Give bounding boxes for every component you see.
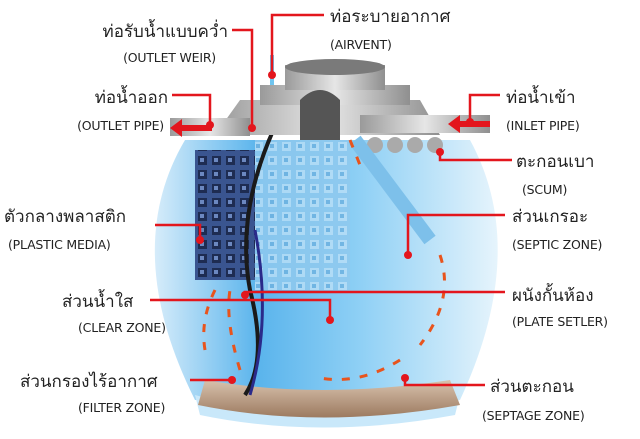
outlet-pipe-label-en: (OUTLET PIPE)	[77, 118, 164, 133]
scum-label-en: (SCUM)	[522, 182, 568, 197]
airvent-label-en: (AIRVENT)	[330, 37, 392, 52]
clear-zone-label-th: ส่วนน้ำใส	[62, 292, 134, 312]
filter-zone-label-th: ส่วนกรองไร้อากาศ	[20, 372, 158, 392]
scum-label-th: ตะกอนเบา	[516, 152, 595, 172]
airvent-label-th: ท่อระบายอากาศ	[330, 7, 451, 27]
outlet-weir-label-en: (OUTLET WEIR)	[123, 50, 216, 65]
plastic-media-right	[255, 140, 350, 290]
plate-setler-label-th: ผนังกั้นห้อง	[512, 286, 594, 306]
clear-zone-label-en: (CLEAR ZONE)	[78, 320, 166, 335]
septic-zone-label-th: ส่วนเกรอะ	[512, 207, 589, 227]
plate-setler	[248, 229, 264, 396]
plastic-media-label-th: ตัวกลางพลาสติก	[4, 207, 127, 227]
septage-zone-label-en: (SEPTAGE ZONE)	[482, 408, 585, 423]
plate-setler-label-en: (PLATE SETLER)	[512, 314, 608, 329]
outlet-pipe-label-th: ท่อน้ำออก	[94, 88, 168, 108]
septage-zone-label-th: ส่วนตะกอน	[490, 377, 574, 397]
plastic-media-label-en: (PLASTIC MEDIA)	[8, 237, 111, 252]
inlet-down-pipe	[349, 135, 436, 245]
inlet-pipe-label-en: (INLET PIPE)	[506, 118, 580, 133]
inlet-pipe-label-th: ท่อน้ำเข้า	[506, 88, 576, 108]
filter-zone-label-en: (FILTER ZONE)	[78, 400, 166, 415]
septic-zone-label-en: (SEPTIC ZONE)	[512, 237, 603, 252]
outlet-weir-label-th: ท่อรับน้ำแบบคว่ำ	[102, 22, 228, 42]
